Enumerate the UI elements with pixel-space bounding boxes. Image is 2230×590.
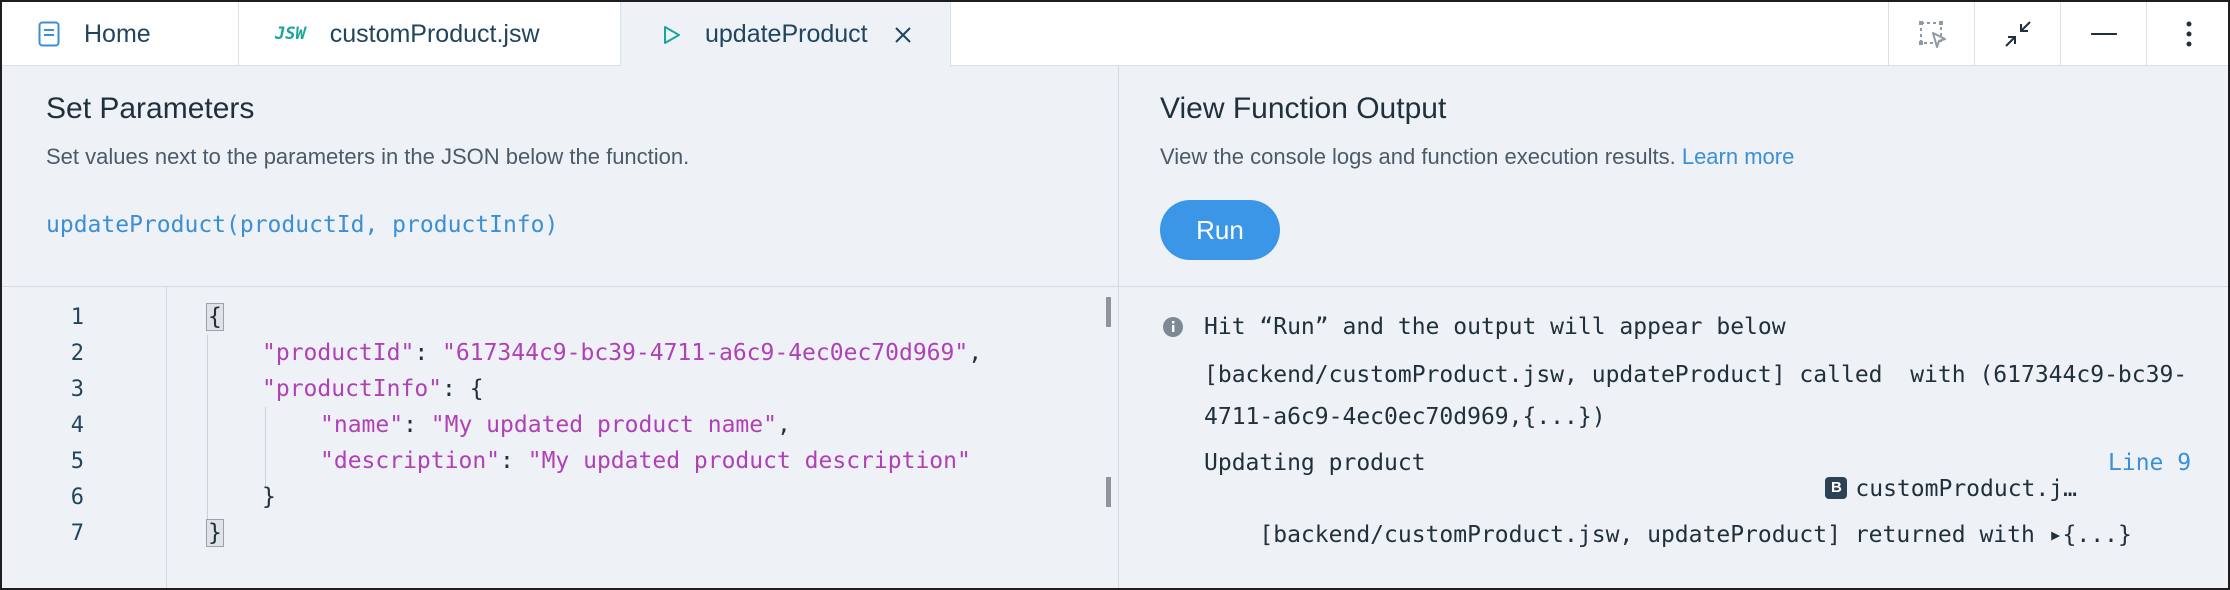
line-number: 7: [70, 520, 84, 546]
console-log-line: 4711-a6c9-4ec0ec70d969,{...}): [1204, 404, 1606, 430]
expand-return-value[interactable]: ▸{...}: [2048, 522, 2132, 548]
view-output-description: View the console logs and function execu…: [1160, 144, 1794, 170]
json-key: "productId": [262, 340, 415, 366]
line-number: 1: [70, 304, 84, 330]
code-line: 4 "name": "My updated product name",: [2, 407, 1102, 443]
set-parameters-title: Set Parameters: [46, 92, 255, 125]
panel-divider: [1118, 66, 1119, 588]
json-value: "My updated product description": [527, 448, 971, 474]
line-number: 2: [70, 340, 84, 366]
more-options-icon[interactable]: [2146, 2, 2228, 66]
code-line: 5 "description": "My updated product des…: [2, 443, 1102, 479]
code-line: 6 }: [2, 479, 1102, 515]
json-key: "name": [320, 412, 404, 438]
close-icon[interactable]: [894, 26, 912, 44]
selection-icon[interactable]: [1888, 2, 1974, 66]
info-icon: [1162, 316, 1184, 343]
collapse-icon[interactable]: [1974, 2, 2060, 66]
console-log-line: Updating product: [1204, 450, 1426, 476]
learn-more-link[interactable]: Learn more: [1681, 144, 1795, 169]
indent-guide: [265, 407, 266, 487]
scrollbar-marker-top[interactable]: [1106, 297, 1111, 327]
line-number: 6: [70, 484, 84, 510]
tab-home-label: Home: [84, 19, 151, 48]
run-button[interactable]: Run: [1160, 200, 1280, 260]
log-source-file: customProduct.j…: [1855, 476, 2077, 502]
console-log-line: [backend/customProduct.jsw, updateProduc…: [1204, 362, 2188, 388]
function-signature: updateProduct(productId, productInfo): [46, 212, 559, 238]
tab-home[interactable]: Home: [2, 2, 239, 66]
code-line: 1 {: [2, 299, 1102, 335]
view-output-title: View Function Output: [1160, 92, 1447, 125]
console-return-text: [backend/customProduct.jsw, updateProduc…: [1259, 522, 2035, 548]
section-divider: [2, 286, 2228, 287]
line-number: 4: [70, 412, 84, 438]
gutter-divider: [166, 287, 167, 588]
code-line: 3 "productInfo": {: [2, 371, 1102, 407]
code-line: 2 "productId": "617344c9-bc39-4711-a6c9-…: [2, 335, 1102, 371]
minimize-icon[interactable]: [2060, 2, 2146, 66]
view-output-description-text: View the console logs and function execu…: [1160, 144, 1676, 169]
line-number: 3: [70, 376, 84, 402]
indent-guide: [207, 335, 208, 535]
backend-icon: B: [1825, 476, 1848, 499]
console-log-line: [backend/customProduct.jsw, updateProduc…: [1204, 496, 2132, 574]
jsw-file-icon: JSW: [275, 24, 306, 44]
tab-bar: Home JSW customProduct.jsw updateProduct: [2, 2, 2228, 67]
code-line: 7 }: [2, 515, 1102, 551]
json-parameter-editor[interactable]: 1 { 2 "productId": "617344c9-bc39-4711-a…: [2, 287, 1118, 588]
play-icon: [663, 25, 681, 45]
set-parameters-description: Set values next to the parameters in the…: [46, 144, 690, 169]
json-key: "description": [320, 448, 501, 474]
json-value: "My updated product name": [430, 412, 777, 438]
tab-update-product-label: updateProduct: [705, 20, 868, 48]
close-brace: }: [206, 519, 224, 547]
log-line-link[interactable]: Line 9: [2108, 450, 2192, 476]
line-number: 5: [70, 448, 84, 474]
json-key: "productInfo": [262, 376, 443, 402]
scrollbar-marker-bottom[interactable]: [1106, 477, 1111, 507]
tab-custom-product-jsw[interactable]: JSW customProduct.jsw: [239, 2, 621, 66]
tab-jsw-label: customProduct.jsw: [329, 19, 540, 48]
page-icon: [38, 21, 60, 47]
output-hint: Hit “Run” and the output will appear bel…: [1204, 314, 1786, 340]
open-brace: {: [206, 303, 224, 331]
json-value: "617344c9-bc39-4711-a6c9-4ec0ec70d969": [442, 340, 969, 366]
tab-update-product[interactable]: updateProduct: [621, 2, 951, 67]
